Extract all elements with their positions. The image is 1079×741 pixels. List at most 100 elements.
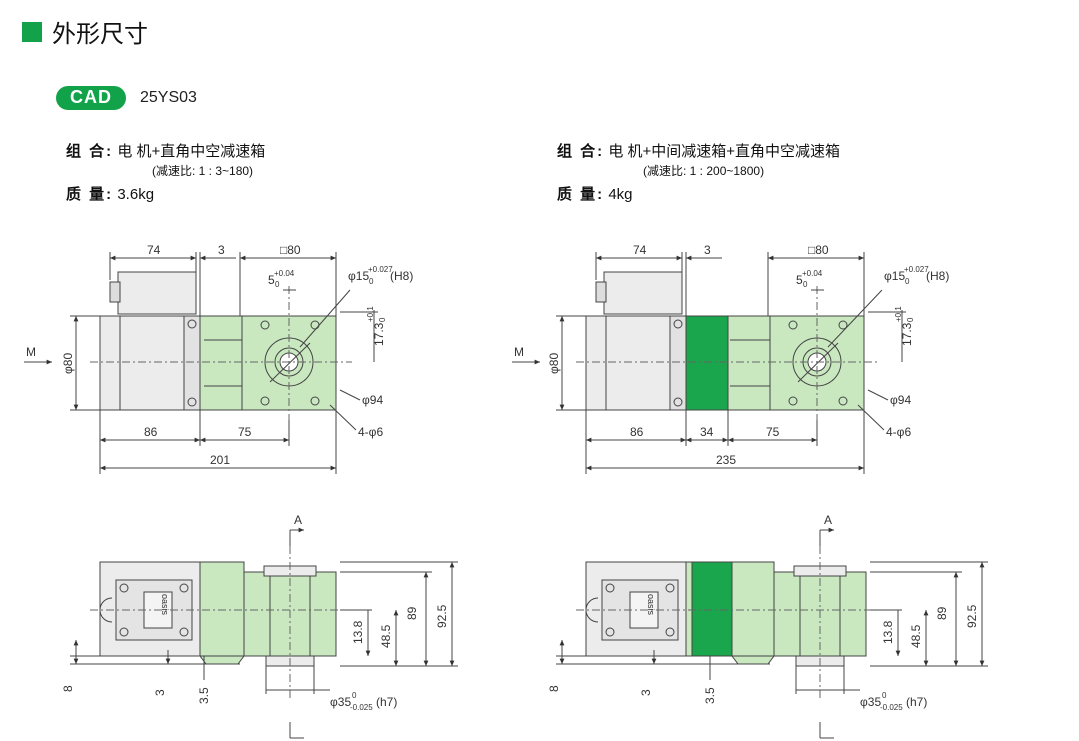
combo-label: 组 合: xyxy=(557,143,605,160)
right-spec: 组 合: 电 机+中间减速箱+直角中空减速箱 (减速比: 1 : 200~180… xyxy=(557,140,840,204)
left-bottom-labels: A 89 92.5 13.8 48.5 8 3 3.5 φ35 0 -0.025… xyxy=(61,513,449,712)
dim-h17-low: 0 xyxy=(378,317,387,322)
dim-8: 8 xyxy=(61,685,75,692)
cad-badge[interactable]: CAD xyxy=(56,86,126,110)
mass-label: 质 量: xyxy=(557,186,605,203)
right-bottom-view xyxy=(556,527,988,739)
motor-body xyxy=(99,561,201,657)
dim-13-8: 13.8 xyxy=(351,620,365,644)
dim-92-5: 92.5 xyxy=(965,604,979,628)
dim-48-5: 48.5 xyxy=(909,624,923,648)
dim-key5: 5 xyxy=(268,273,275,287)
mass-value: 4kg xyxy=(608,186,633,203)
dim-92-5: 92.5 xyxy=(435,604,449,628)
dim-key5-tol: +0.04 xyxy=(274,269,295,278)
dim-bore-fit: (H8) xyxy=(390,269,413,283)
dim-89: 89 xyxy=(405,606,419,620)
dim-total: 235 xyxy=(716,453,736,467)
dim-bore-low: 0 xyxy=(905,277,910,286)
left-spec: 组 合: 电 机+直角中空减速箱 (减速比: 1 : 3~180) 质 量: 3… xyxy=(66,140,265,204)
dim-key5-tol: +0.04 xyxy=(802,269,823,278)
dim-total: 201 xyxy=(210,453,230,467)
dim-74: 74 xyxy=(147,243,161,257)
dim-h17: 17.3 xyxy=(900,322,914,346)
dim-key5-low: 0 xyxy=(275,280,280,289)
dim-34: 34 xyxy=(700,425,714,439)
dim-bore: φ15 xyxy=(348,269,369,283)
dim-sq80: □80 xyxy=(808,243,829,257)
dim-8: 8 xyxy=(547,685,561,692)
left-top-labels: 74 3 □80 5 +0.04 0 φ15 +0.027 0 (H8) 17.… xyxy=(26,243,413,467)
right-bottom-labels: A 89 92.5 13.8 48.5 8 3 3.5 φ35 0 -0.025… xyxy=(547,513,979,712)
terminal-box xyxy=(115,579,193,641)
dim-key5-low: 0 xyxy=(803,280,808,289)
dim-3: 3 xyxy=(639,689,653,696)
dim-shaft-fit: (h7) xyxy=(906,695,927,709)
gearbox-body xyxy=(727,315,865,411)
gearbox-body xyxy=(199,561,245,657)
right-top-labels: 74 3 □80 5 +0.04 0 φ15 +0.027 0 (H8) 17.… xyxy=(514,243,949,467)
dim-bore-tol: +0.027 xyxy=(904,265,929,274)
section-title: 外形尺寸 xyxy=(22,14,148,49)
dim-13-8: 13.8 xyxy=(881,620,895,644)
section-marker-icon xyxy=(22,21,42,42)
dim-74: 74 xyxy=(633,243,647,257)
dim-shaft: φ35 xyxy=(330,695,351,709)
combo-label: 组 合: xyxy=(66,143,114,160)
dim-shaft-fit: (h7) xyxy=(376,695,397,709)
dim-phi80: φ80 xyxy=(547,353,561,374)
terminal-box xyxy=(117,271,197,315)
dim-holes: 4-φ6 xyxy=(886,425,911,439)
dim-shaft: φ35 xyxy=(860,695,881,709)
left-bottom-view xyxy=(70,527,458,739)
terminal-box xyxy=(603,271,683,315)
dim-bore-fit: (H8) xyxy=(926,269,949,283)
dim-48-5: 48.5 xyxy=(379,624,393,648)
cad-row: CAD 25YS03 xyxy=(56,86,197,110)
dim-bore: φ15 xyxy=(884,269,905,283)
mass-label: 质 量: xyxy=(66,186,114,203)
intermediate-gearbox xyxy=(691,561,733,657)
dim-bore-tol: +0.027 xyxy=(368,265,393,274)
dim-h17-low: 0 xyxy=(906,317,915,322)
gearbox-body xyxy=(199,315,337,411)
dim-75: 75 xyxy=(238,425,252,439)
dim-shaft-up: 0 xyxy=(352,691,357,700)
intermediate-gearbox xyxy=(685,315,729,411)
left-top-view xyxy=(24,252,378,474)
dim-sq80: □80 xyxy=(280,243,301,257)
combo-value: 电 机+直角中空减速箱 xyxy=(117,143,266,160)
mass-value: 3.6kg xyxy=(117,186,155,203)
terminal-box xyxy=(601,579,679,641)
dim-bore-low: 0 xyxy=(369,277,374,286)
dim-phi94: φ94 xyxy=(890,393,911,407)
model-number[interactable]: 25YS03 xyxy=(140,89,197,106)
ratio-text: (减速比: 1 : 3~180) xyxy=(152,164,254,178)
dim-89: 89 xyxy=(935,606,949,620)
section-title-text: 外形尺寸 xyxy=(52,21,148,48)
label-m: M xyxy=(26,345,36,359)
section-a-top: A xyxy=(294,513,302,527)
motor-body xyxy=(585,561,687,657)
dim-h17-tol: +0.1 xyxy=(366,306,375,322)
dim-h17-tol: +0.1 xyxy=(894,306,903,322)
dim-shaft-low: -0.025 xyxy=(350,703,373,712)
dim-86: 86 xyxy=(144,425,158,439)
nameplate-label: oasis xyxy=(646,594,656,616)
dim-3-5: 3.5 xyxy=(197,687,211,704)
combo-value: 电 机+中间减速箱+直角中空减速箱 xyxy=(608,143,841,160)
dim-phi94: φ94 xyxy=(362,393,383,407)
ratio-text: (减速比: 1 : 200~1800) xyxy=(643,164,765,178)
dim-holes: 4-φ6 xyxy=(358,425,383,439)
dim-3: 3 xyxy=(153,689,167,696)
dim-shaft-up: 0 xyxy=(882,691,887,700)
motor-body xyxy=(99,315,201,411)
dim-86: 86 xyxy=(630,425,644,439)
section-a-top: A xyxy=(824,513,832,527)
dim-3: 3 xyxy=(704,243,711,257)
gearbox-body xyxy=(731,561,775,657)
label-m: M xyxy=(514,345,524,359)
dim-75: 75 xyxy=(766,425,780,439)
dim-3: 3 xyxy=(218,243,225,257)
dim-h17: 17.3 xyxy=(372,322,386,346)
